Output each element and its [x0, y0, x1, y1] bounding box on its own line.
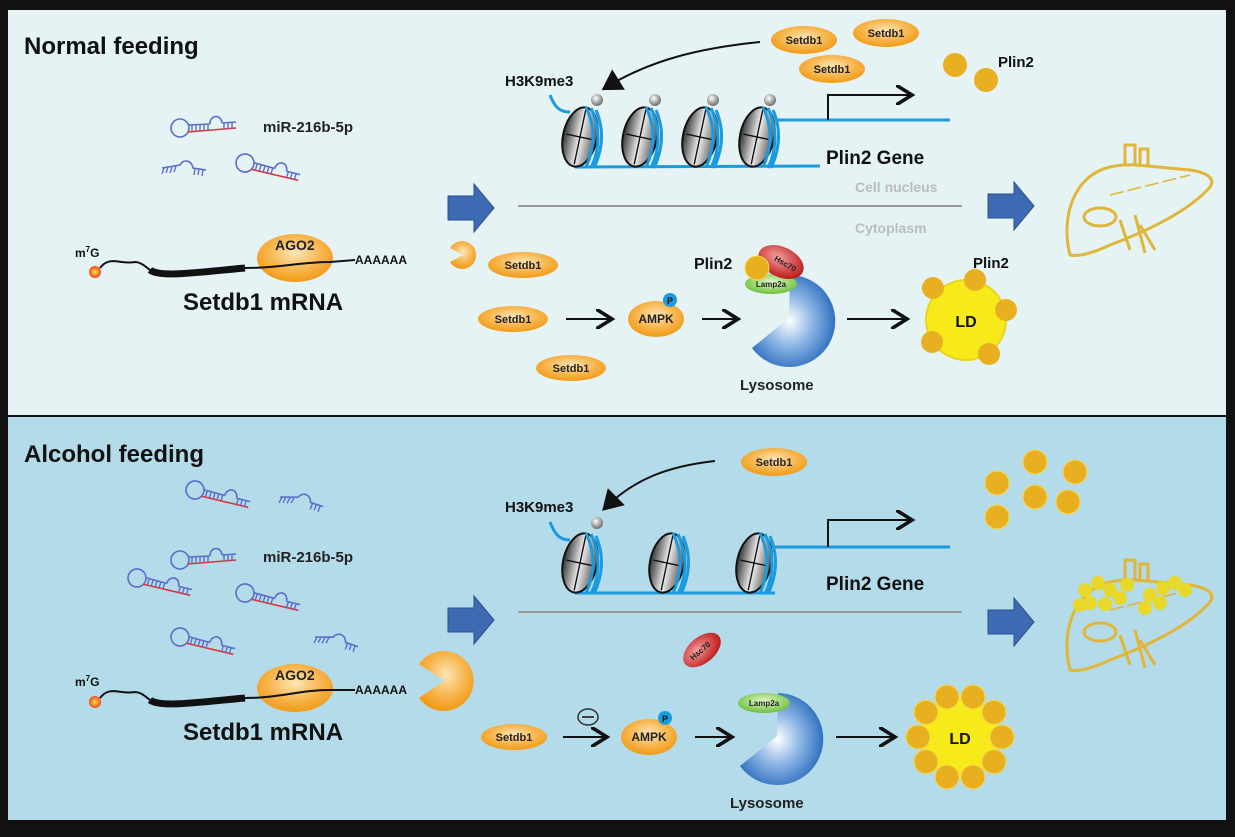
lysosome: Lamp2a Hsc70 Plin2 Lysosome	[694, 245, 836, 394]
mrna-label: Setdb1 mRNA	[183, 289, 343, 316]
svg-text:Setdb1: Setdb1	[786, 35, 823, 47]
lysosome: Lamp2a Lysosome	[730, 693, 824, 812]
methyl-mark-icon	[591, 94, 603, 106]
svg-text:Lamp2a: Lamp2a	[749, 699, 780, 708]
svg-text:LD: LD	[949, 731, 970, 748]
ago2-label: AGO2	[275, 667, 315, 683]
blue-arrow-icon	[987, 596, 1035, 648]
svg-text:Setdb1: Setdb1	[495, 314, 532, 326]
setdb1-protein: Setdb1	[488, 252, 558, 278]
inhibition-icon	[577, 708, 599, 726]
cap-label: m7G	[75, 674, 99, 689]
svg-text:AMPK: AMPK	[638, 312, 674, 326]
mrna-label: Setdb1 mRNA	[183, 719, 343, 746]
panel-alcohol-bg	[8, 417, 1226, 820]
panel-title: Normal feeding	[24, 33, 199, 60]
hsc70-chaperone: Hsc70	[683, 632, 721, 668]
plin2-protein-icon	[981, 699, 1007, 725]
plin2-protein-icon	[960, 684, 986, 710]
svg-text:Setdb1: Setdb1	[868, 28, 905, 40]
plin2-protein-icon	[934, 764, 960, 790]
setdb1-protein: Setdb1	[741, 448, 807, 476]
svg-text:AMPK: AMPK	[631, 730, 667, 744]
methylation-arrow	[601, 41, 761, 91]
setdb1-protein: Setdb1	[481, 724, 547, 750]
nucleus-label: Cell nucleus	[855, 179, 938, 195]
mirna-label: miR-216b-5p	[263, 549, 353, 566]
svg-text:Setdb1: Setdb1	[553, 363, 590, 375]
hsc70-chaperone	[758, 245, 804, 279]
ampk-protein: AMPK P	[628, 293, 684, 337]
cap-label: m7G	[75, 245, 99, 260]
ago2-protein	[257, 664, 333, 712]
h3k9me3-label: H3K9me3	[505, 499, 573, 516]
cytoplasm-label: Cytoplasm	[855, 220, 927, 236]
plin2-label: Plin2	[973, 255, 1009, 272]
m7g-cap-icon	[89, 266, 101, 278]
methyl-mark-icon	[764, 94, 776, 106]
plin2-label: Plin2	[694, 256, 732, 273]
plin2-protein-icon	[974, 68, 998, 92]
transcription-start-arrow	[827, 95, 910, 120]
exonuclease-icon	[419, 651, 474, 712]
methyl-mark-icon	[707, 94, 719, 106]
setdb1-protein: Setdb1	[799, 55, 865, 83]
methyl-mark-icon	[591, 517, 603, 529]
blue-arrow-icon	[447, 594, 495, 646]
phospho-label: P	[662, 714, 668, 724]
plin2-protein-icon	[960, 764, 986, 790]
setdb1-protein: Setdb1	[478, 306, 548, 332]
plin2-protein-icon	[905, 724, 931, 750]
svg-text:Lamp2a: Lamp2a	[756, 280, 787, 289]
lamp2a-receptor	[738, 693, 790, 713]
setdb1-protein: Setdb1	[771, 26, 837, 54]
h3k9me3-label: H3K9me3	[505, 73, 573, 90]
setdb1-mrna: m7G AGO2 AAAAAA Setdb1 mRNA	[75, 664, 407, 746]
lysosome-label: Lysosome	[740, 377, 814, 394]
methylation-arrow	[602, 460, 716, 511]
svg-text:Setdb1: Setdb1	[814, 64, 851, 76]
plin2-label: Plin2	[998, 54, 1034, 71]
mirna-label: miR-216b-5p	[263, 119, 353, 136]
panel-alcohol: Alcohol feeding miR-216b-5p m7G AGO2 AAA…	[24, 441, 1214, 812]
plin2-protein-icon	[943, 53, 967, 77]
m7g-cap-icon	[89, 696, 101, 708]
blue-arrow-icon	[447, 182, 495, 234]
svg-text:Setdb1: Setdb1	[496, 732, 533, 744]
plin2-protein-icon	[934, 684, 960, 710]
setdb1-mrna: m7G AGO2 AAAAAA Setdb1 mRNA	[75, 234, 407, 316]
fatty-liver-icon	[1065, 558, 1214, 672]
lysosome-label: Lysosome	[730, 795, 804, 812]
blue-arrow-icon	[987, 180, 1035, 232]
polya-tail: AAAAAA	[355, 683, 407, 697]
plin2-protein-cluster	[984, 449, 1088, 530]
lipid-droplet: LD Plin2	[921, 255, 1017, 365]
setdb1-protein: Setdb1	[853, 19, 919, 47]
transcription-start-arrow	[827, 520, 910, 547]
panel-title: Alcohol feeding	[24, 441, 204, 468]
ago2-protein	[257, 234, 333, 282]
polya-tail: AAAAAA	[355, 253, 407, 267]
plin2-protein-icon	[744, 255, 770, 281]
gene-label: Plin2 Gene	[826, 148, 924, 169]
lipid-droplet: LD	[905, 684, 1015, 790]
ampk-protein: AMPK P	[621, 711, 677, 755]
svg-text:LD: LD	[955, 314, 976, 331]
plin2-protein-icon	[913, 749, 939, 775]
methyl-mark-icon	[649, 94, 661, 106]
panel-normal-bg	[8, 10, 1226, 415]
setdb1-protein: Setdb1	[536, 355, 606, 381]
panel-normal: Normal feeding miR-216b-5p m7G AGO2 AAAA…	[24, 19, 1214, 394]
svg-text:Setdb1: Setdb1	[756, 457, 793, 469]
plin2-protein-icon	[913, 699, 939, 725]
phospho-label: P	[667, 296, 673, 306]
exonuclease-icon	[450, 241, 477, 270]
svg-text:Setdb1: Setdb1	[505, 260, 542, 272]
gene-label: Plin2 Gene	[826, 574, 924, 595]
plin2-protein-icon	[989, 724, 1015, 750]
plin2-protein-icon	[981, 749, 1007, 775]
ago2-label: AGO2	[275, 237, 315, 253]
